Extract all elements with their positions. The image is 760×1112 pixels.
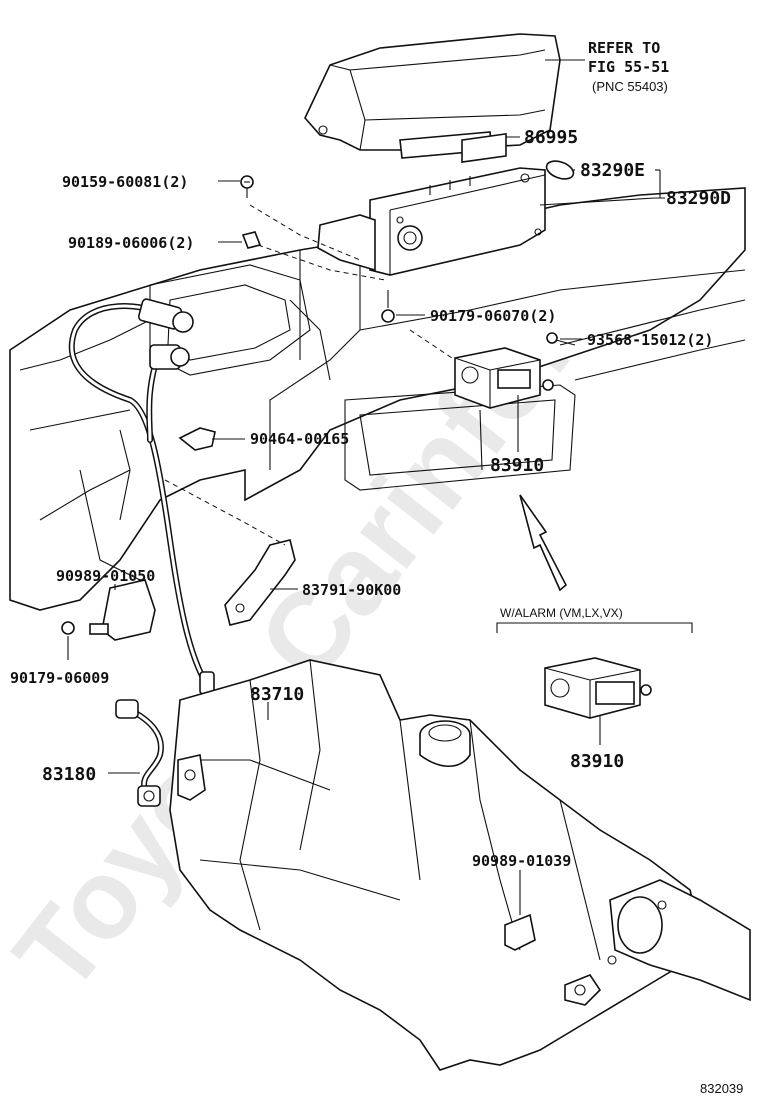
label-93568-15012: 93568-15012(2) — [587, 331, 713, 349]
cluster-hood — [304, 33, 561, 151]
switch-90989-01050 — [89, 579, 156, 641]
label-83290D: 83290D — [666, 188, 731, 209]
alarm-note: W/ALARM (VM,LX,VX) — [500, 606, 623, 620]
nut-90179-06009 — [61, 621, 75, 635]
refer-line3: (PNC 55403) — [592, 79, 668, 94]
combination-meter — [317, 132, 546, 276]
bracket-83791 — [164, 479, 296, 626]
label-90989-01050: 90989-01050 — [56, 567, 155, 585]
label-83910-alarm: 83910 — [570, 751, 624, 772]
label-90179-06070: 90179-06070(2) — [430, 307, 556, 325]
nut-90179-06070 — [381, 290, 395, 323]
figure-code: 832039 — [700, 1081, 743, 1096]
sensor-83180 — [115, 699, 164, 807]
label-83180: 83180 — [42, 764, 96, 785]
alarm-variant — [496, 622, 693, 719]
transmission — [169, 659, 751, 1071]
screw-90159 — [240, 175, 254, 198]
label-90179-06009: 90179-06009 — [10, 669, 109, 687]
clip-90189 — [241, 231, 262, 249]
label-83290E: 83290E — [580, 160, 645, 181]
label-83791-90K00: 83791-90K00 — [302, 581, 401, 599]
label-90189-06006: 90189-06006(2) — [68, 234, 194, 252]
label-90989-01039: 90989-01039 — [472, 852, 571, 870]
refer-line1: REFER TO — [588, 39, 660, 57]
refer-line2: FIG 55-51 — [588, 58, 669, 76]
buzzer-83910-main — [454, 347, 554, 409]
bulb-83290E — [545, 160, 575, 180]
screw-93568 — [546, 332, 576, 346]
arrow-to-83910 — [519, 494, 568, 592]
label-90464-00165: 90464-00165 — [250, 430, 349, 448]
label-83710: 83710 — [250, 684, 304, 705]
label-86995: 86995 — [524, 127, 578, 148]
label-83910-main: 83910 — [490, 455, 544, 476]
label-90159-60081: 90159-60081(2) — [62, 173, 188, 191]
